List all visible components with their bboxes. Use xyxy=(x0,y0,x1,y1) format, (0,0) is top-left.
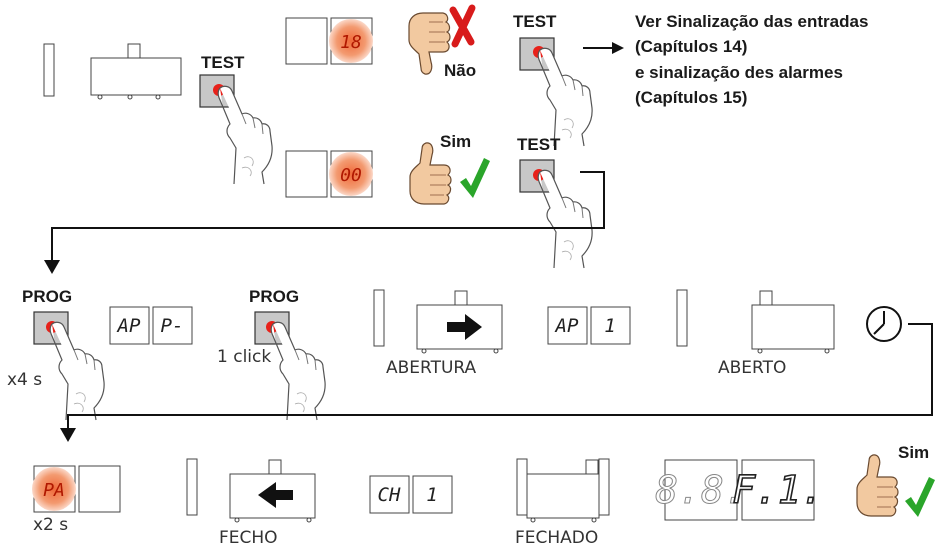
svg-text:F.1.: F.1. xyxy=(732,468,824,512)
display-88: 8.8. xyxy=(655,459,747,521)
x2s-label: x2 s xyxy=(33,515,68,535)
gate-closed-icon xyxy=(516,458,610,523)
clock-icon xyxy=(866,306,902,342)
test-label: TEST xyxy=(517,135,561,154)
display-ap-p: AP P- xyxy=(109,306,193,345)
display-ap-1: AP 1 xyxy=(547,306,631,345)
sim-label: Sim xyxy=(898,443,929,462)
gate-open-icon xyxy=(751,290,835,354)
svg-text:AP: AP xyxy=(555,315,579,337)
gate-post xyxy=(373,289,385,347)
flow-connector xyxy=(44,171,605,274)
display-00: 00 xyxy=(285,150,373,198)
note-line-1: Ver Sinalização das entradas xyxy=(635,12,868,31)
note-line-4: (Capítulos 15) xyxy=(635,88,747,107)
note-line-2: (Capítulos 14) xyxy=(635,37,747,56)
test-label: TEST xyxy=(201,53,245,72)
pointing-hand-icon xyxy=(537,47,593,147)
display-value: 18 xyxy=(340,32,362,53)
check-icon xyxy=(460,158,490,198)
svg-text:8.8.: 8.8. xyxy=(655,468,747,512)
svg-text:AP: AP xyxy=(117,315,141,337)
svg-text:1: 1 xyxy=(426,484,437,506)
one-click-label: 1 click xyxy=(217,347,271,367)
cross-icon xyxy=(449,4,476,48)
pointing-hand-icon xyxy=(270,321,326,421)
gate-closed-icon xyxy=(90,43,182,100)
gate-opening-icon xyxy=(416,290,503,354)
pointing-hand-icon xyxy=(537,169,593,269)
display-ch-1: CH 1 xyxy=(369,475,453,514)
gate-post xyxy=(43,43,55,97)
gate-post xyxy=(186,458,198,516)
x4s-label: x4 s xyxy=(7,370,42,390)
thumbs-up-icon xyxy=(409,142,452,205)
svg-text:1: 1 xyxy=(604,315,615,337)
svg-text:CH: CH xyxy=(378,484,401,506)
abertura-label: ABERTURA xyxy=(386,358,477,378)
display-f1: F.1. xyxy=(731,459,825,521)
prog-label: PROG xyxy=(22,287,72,306)
fechado-label: FECHADO xyxy=(515,528,598,547)
nao-label: Não xyxy=(444,61,476,80)
arrow-left-icon xyxy=(258,482,293,508)
prog-label: PROG xyxy=(249,287,299,306)
aberto-label: ABERTO xyxy=(718,358,786,378)
svg-text:PA: PA xyxy=(43,480,65,501)
gate-post xyxy=(676,289,688,347)
pointing-hand-icon xyxy=(49,321,105,421)
fecho-label: FECHO xyxy=(219,528,278,547)
arrow-right-icon xyxy=(583,42,624,54)
test-label: TEST xyxy=(513,12,557,31)
thumbs-up-icon xyxy=(856,454,899,517)
display-value: 00 xyxy=(340,165,362,186)
pointing-hand-icon xyxy=(217,85,273,185)
arrow-right-icon xyxy=(447,314,482,340)
svg-text:P-: P- xyxy=(161,315,184,337)
display-18: 18 xyxy=(285,17,373,65)
gate-closing-icon xyxy=(229,459,316,523)
display-pa: PA xyxy=(32,465,121,513)
sim-label: Sim xyxy=(440,132,471,151)
note-line-3: e sinalização des alarmes xyxy=(635,63,843,82)
check-icon xyxy=(905,477,935,517)
flow-connector xyxy=(60,323,933,442)
